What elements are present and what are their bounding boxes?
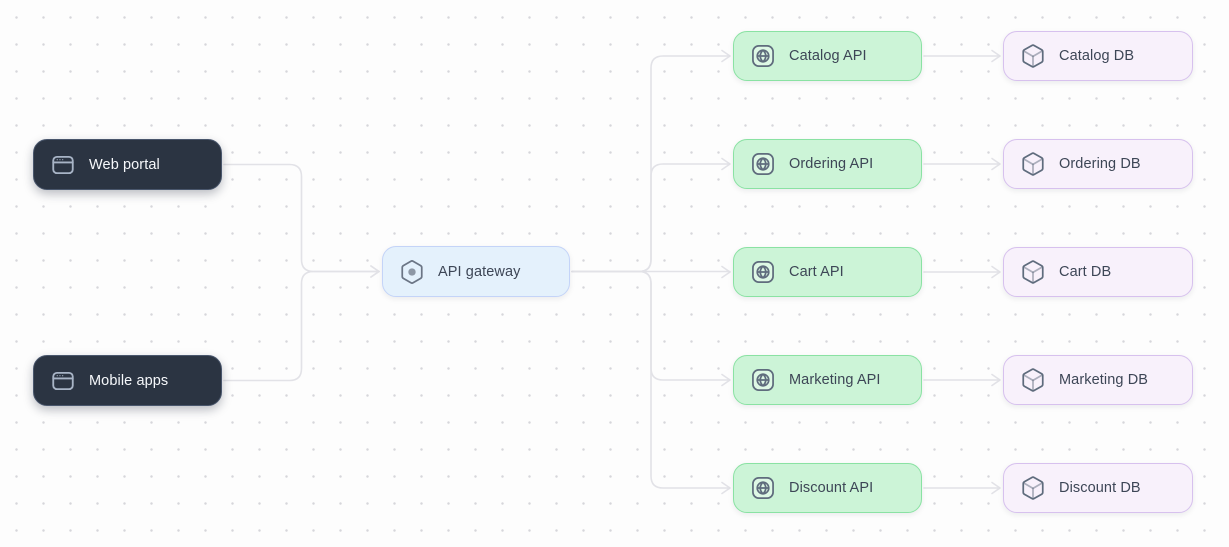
marketing-api-node[interactable]: Marketing API: [733, 355, 922, 405]
edge-api-gateway-to-ordering-api: [571, 157, 731, 273]
node-label: Ordering API: [789, 156, 874, 172]
marketing-db-node[interactable]: Marketing DB: [1003, 355, 1193, 405]
cube-icon: [1020, 367, 1046, 393]
edge-marketing-api-to-marketing-db: [923, 373, 1001, 387]
mobile-apps-node[interactable]: Mobile apps: [33, 355, 222, 406]
node-label: Ordering DB: [1059, 156, 1141, 172]
discount-api-node[interactable]: Discount API: [733, 463, 922, 513]
node-label: Cart DB: [1059, 264, 1112, 280]
discount-db-node[interactable]: Discount DB: [1003, 463, 1193, 513]
ordering-api-node[interactable]: Ordering API: [733, 139, 922, 189]
node-label: Mobile apps: [89, 372, 169, 389]
api-gateway-node[interactable]: API gateway: [382, 246, 570, 297]
globe-icon: [750, 259, 776, 285]
browser-window-icon: [50, 368, 76, 394]
edge-mobile-apps-to-api-gateway: [223, 265, 380, 382]
cube-icon: [1020, 151, 1046, 177]
edge-api-gateway-to-discount-api: [571, 270, 731, 495]
node-label: API gateway: [438, 263, 521, 280]
edge-ordering-api-to-ordering-db: [923, 157, 1001, 171]
edge-catalog-api-to-catalog-db: [923, 49, 1001, 63]
catalog-api-node[interactable]: Catalog API: [733, 31, 922, 81]
globe-icon: [750, 475, 776, 501]
hexagon-node-icon: [399, 259, 425, 285]
globe-icon: [750, 43, 776, 69]
cart-api-node[interactable]: Cart API: [733, 247, 922, 297]
node-label: Cart API: [789, 264, 844, 280]
node-label: Marketing API: [789, 372, 881, 388]
edge-discount-api-to-discount-db: [923, 481, 1001, 495]
node-label: Web portal: [89, 156, 160, 173]
cube-icon: [1020, 43, 1046, 69]
node-label: Marketing DB: [1059, 372, 1149, 388]
node-label: Discount DB: [1059, 480, 1141, 496]
node-label: Catalog DB: [1059, 48, 1135, 64]
node-label: Discount API: [789, 480, 874, 496]
cube-icon: [1020, 259, 1046, 285]
globe-icon: [750, 367, 776, 393]
cube-icon: [1020, 475, 1046, 501]
node-label: Catalog API: [789, 48, 867, 64]
ordering-db-node[interactable]: Ordering DB: [1003, 139, 1193, 189]
edge-cart-api-to-cart-db: [923, 265, 1001, 279]
browser-window-icon: [50, 152, 76, 178]
web-portal-node[interactable]: Web portal: [33, 139, 222, 190]
edge-web-portal-to-api-gateway: [223, 163, 380, 278]
cart-db-node[interactable]: Cart DB: [1003, 247, 1193, 297]
catalog-db-node[interactable]: Catalog DB: [1003, 31, 1193, 81]
globe-icon: [750, 151, 776, 177]
